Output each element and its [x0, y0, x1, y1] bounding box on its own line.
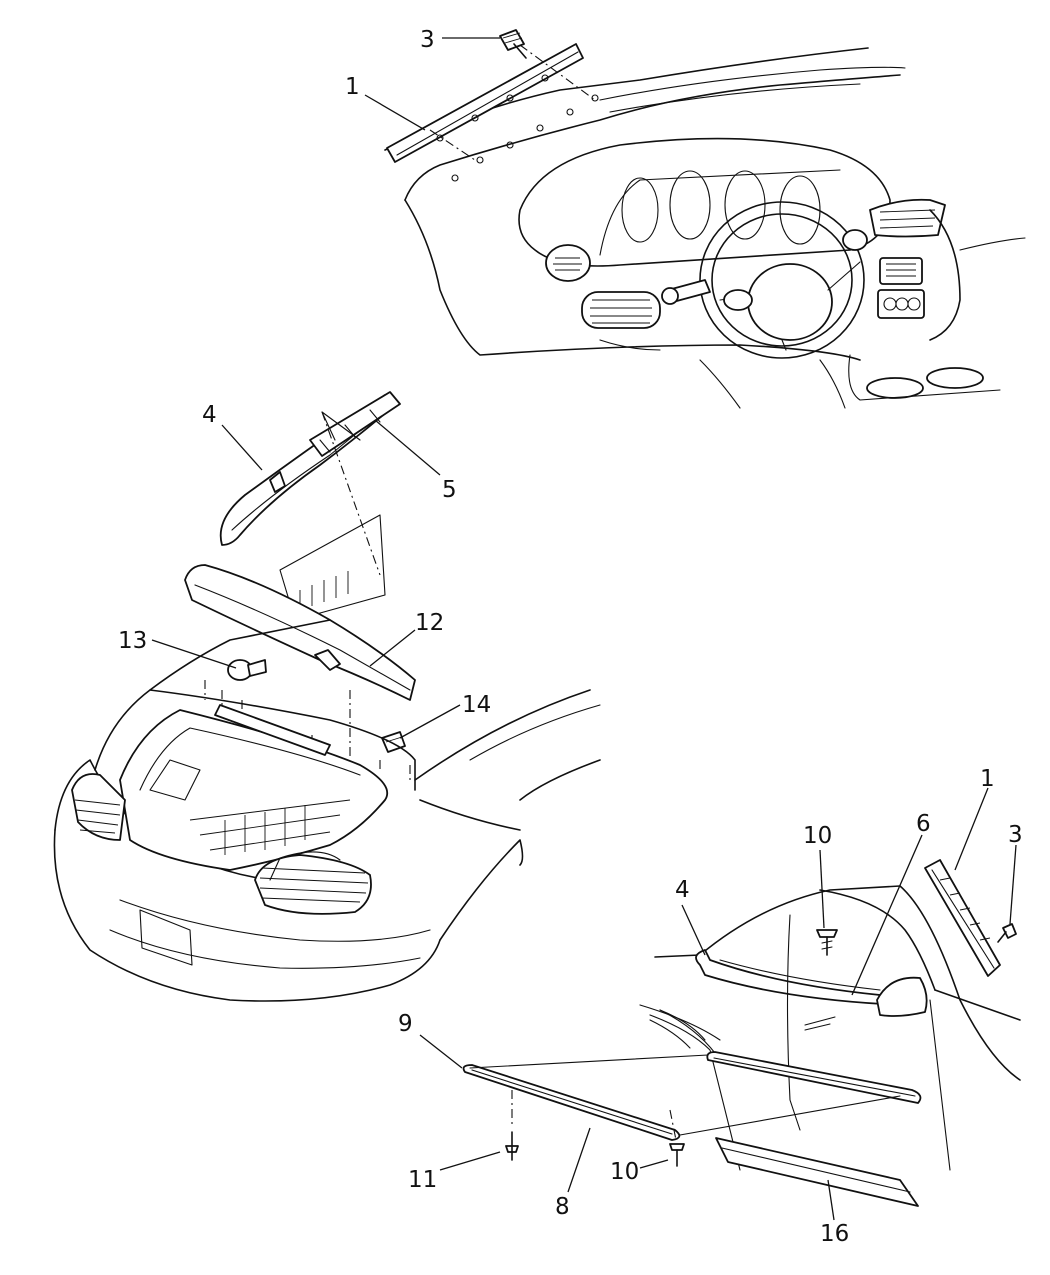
screw-3-right-icon [997, 923, 1017, 943]
callout-11: 11 [408, 1167, 437, 1193]
callout-1-top: 1 [345, 74, 360, 100]
callout-12: 12 [415, 610, 444, 636]
clip-13-icon [227, 659, 267, 681]
callout-1-right: 1 [980, 766, 995, 792]
front-end-view [53, 391, 601, 1002]
callout-4-right: 4 [675, 877, 690, 903]
leader-lines [151, 37, 1017, 1221]
callout-8: 8 [555, 1194, 570, 1220]
callout-3-right: 3 [1008, 822, 1023, 848]
callout-16: 16 [820, 1221, 849, 1247]
callout-4-middle: 4 [202, 402, 217, 428]
callout-5: 5 [442, 477, 457, 503]
screw-3-top-icon [499, 29, 527, 59]
callout-9: 9 [398, 1011, 413, 1037]
callout-3-top: 3 [420, 27, 435, 53]
callout-13: 13 [118, 628, 147, 654]
callout-10-top: 10 [803, 823, 832, 849]
dashboard-view [384, 29, 1026, 409]
screw-10-bottom-icon [669, 1109, 685, 1167]
callout-6: 6 [916, 811, 931, 837]
callout-10-bottom: 10 [610, 1159, 639, 1185]
side-view [462, 859, 1021, 1207]
callout-14: 14 [462, 692, 491, 718]
screw-10-top-icon [816, 929, 838, 956]
screw-11-icon [505, 1090, 519, 1161]
callout-labels: 3 1 4 5 12 13 14 1 3 10 6 4 9 11 8 10 16 [118, 27, 1023, 1247]
